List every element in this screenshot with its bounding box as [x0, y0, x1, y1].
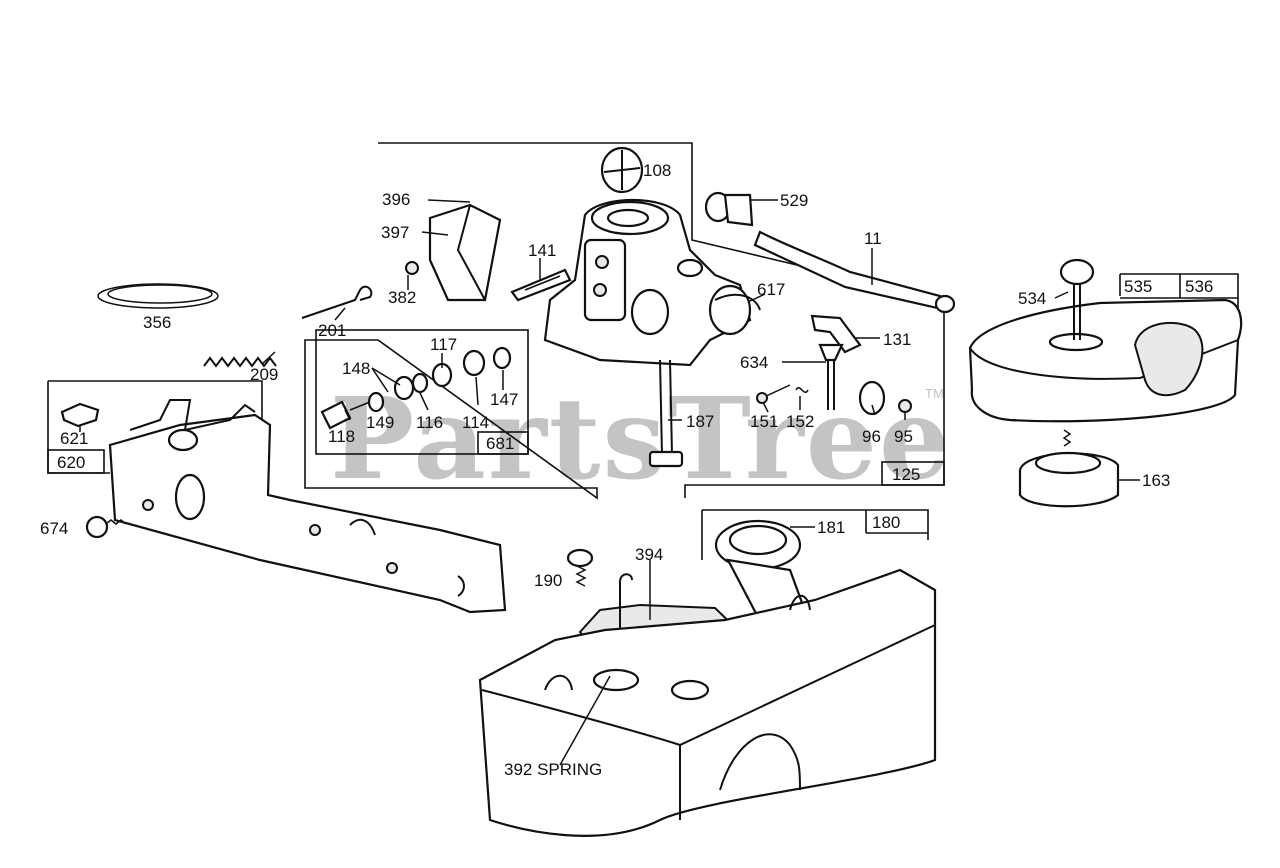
group-box-681 — [315, 329, 529, 455]
callout-356: 356 — [143, 313, 171, 332]
choke-bracket-part — [405, 203, 502, 302]
choke-valve-part — [600, 146, 644, 194]
callout-396: 396 — [382, 190, 410, 209]
group-box-536 — [1119, 273, 1239, 320]
callout-114: 114 — [462, 413, 489, 432]
fuel-elbow-part — [704, 191, 754, 227]
clip-621-part — [60, 402, 100, 428]
air-filter-element-part — [1133, 321, 1204, 397]
leader-lines — [79, 199, 1140, 766]
label-box-125 — [881, 461, 945, 486]
air-cleaner-base-part — [1018, 429, 1120, 508]
callout-535: 535 — [1124, 277, 1152, 296]
governor-bracket-part — [108, 399, 507, 614]
callout-621: 621 — [60, 429, 88, 448]
fuel-pipe-part — [648, 359, 684, 468]
callout-141: 141 — [528, 241, 556, 260]
callout-620: 620 — [57, 453, 85, 472]
callout-529: 529 — [780, 191, 808, 210]
fuel-line-part — [753, 230, 956, 314]
callout-209: 209 — [250, 365, 278, 384]
callout-96: 96 — [862, 427, 881, 446]
callout-201: 201 — [318, 321, 346, 340]
callout-681: 681 — [486, 434, 514, 453]
kit-681-parts — [320, 346, 512, 430]
callout-617: 617 — [757, 280, 785, 299]
callout-382: 382 — [388, 288, 416, 307]
screw-674-part — [85, 515, 127, 539]
callout-180: 180 — [872, 513, 900, 532]
callout-118: 118 — [328, 427, 355, 446]
callout-147: 147 — [490, 390, 518, 409]
callout-149: 149 — [366, 413, 394, 432]
callout-394: 394 — [635, 545, 663, 564]
gasket-ring-part — [97, 283, 219, 309]
throttle-lever-part — [810, 314, 862, 410]
callout-536: 536 — [1185, 277, 1213, 296]
callout-148: 148 — [342, 359, 370, 378]
callout-163: 163 — [1142, 471, 1170, 490]
callout-108: 108 — [643, 161, 671, 180]
watermark-text: PartsTree — [330, 374, 952, 505]
callout-187: 187 — [686, 412, 714, 431]
label-box-620 — [47, 449, 105, 474]
idle-screw-part — [510, 268, 572, 302]
callout-534: 534 — [1018, 289, 1046, 308]
callout-11: 11 — [864, 229, 882, 248]
screw-190-part — [566, 548, 594, 587]
group-box-180 — [701, 509, 929, 560]
carburetor-body-part — [543, 199, 752, 367]
fuel-tank-part — [478, 568, 937, 837]
watermark-tm: TM — [925, 386, 944, 401]
link-rod-part — [301, 285, 373, 319]
callout-131: 131 — [883, 330, 911, 349]
callout-95: 95 — [894, 427, 913, 446]
callout-674: 674 — [40, 519, 68, 538]
choke-shaft-part — [714, 293, 761, 311]
label-box-681 — [477, 431, 529, 455]
callout-397: 397 — [381, 223, 409, 242]
callout-181: 181 — [817, 518, 845, 537]
throttle-small-parts — [756, 380, 912, 416]
callout-117: 117 — [430, 335, 457, 354]
governor-spring-part — [203, 356, 277, 368]
callout-190: 190 — [534, 571, 562, 590]
callout-116: 116 — [416, 413, 443, 432]
callout-125: 125 — [892, 465, 920, 484]
callout-152: 152 — [786, 412, 814, 431]
callout-634: 634 — [740, 353, 768, 372]
callout-392-spring: 392 SPRING — [504, 760, 602, 779]
callout-151: 151 — [750, 412, 778, 431]
